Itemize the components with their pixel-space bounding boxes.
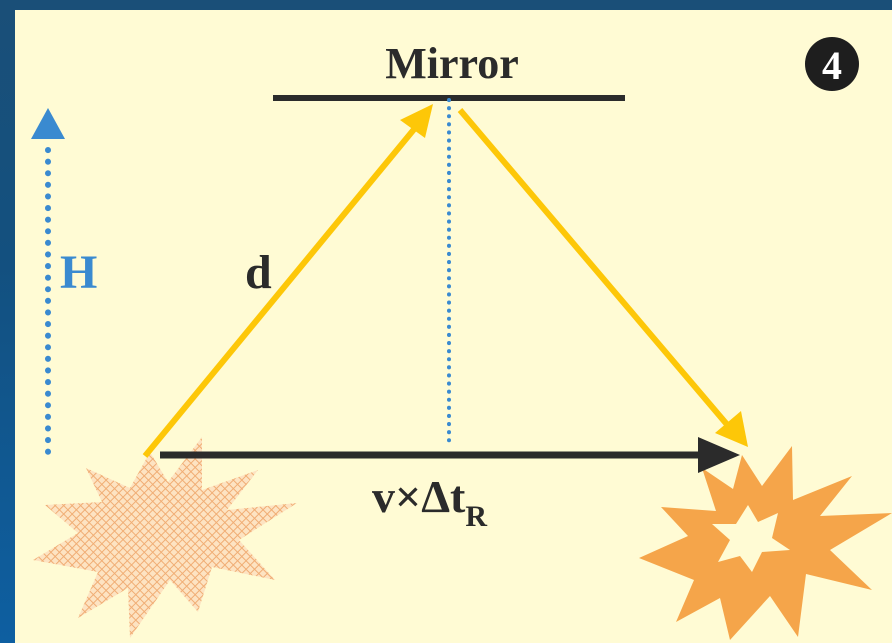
height-label: H [60, 246, 97, 299]
distance-label-subscript: R [465, 500, 487, 533]
distance-label-base: v×Δt [372, 471, 466, 522]
path-label: d [245, 246, 272, 299]
mirror-label: Mirror [385, 39, 519, 88]
distance-label: v×ΔtR [372, 471, 487, 533]
light-path-down-head [715, 411, 748, 447]
height-arrow-head [31, 108, 65, 139]
step-badge-number: 4 [822, 43, 842, 88]
step-badge: 4 [805, 37, 859, 91]
light-path-up-head [400, 104, 433, 138]
emission-burst [33, 437, 297, 638]
height-marker [31, 108, 65, 465]
light-path-down [457, 108, 733, 430]
light-path-up [142, 120, 423, 458]
detection-burst-core [712, 505, 790, 572]
base-arrow-head [698, 437, 740, 473]
